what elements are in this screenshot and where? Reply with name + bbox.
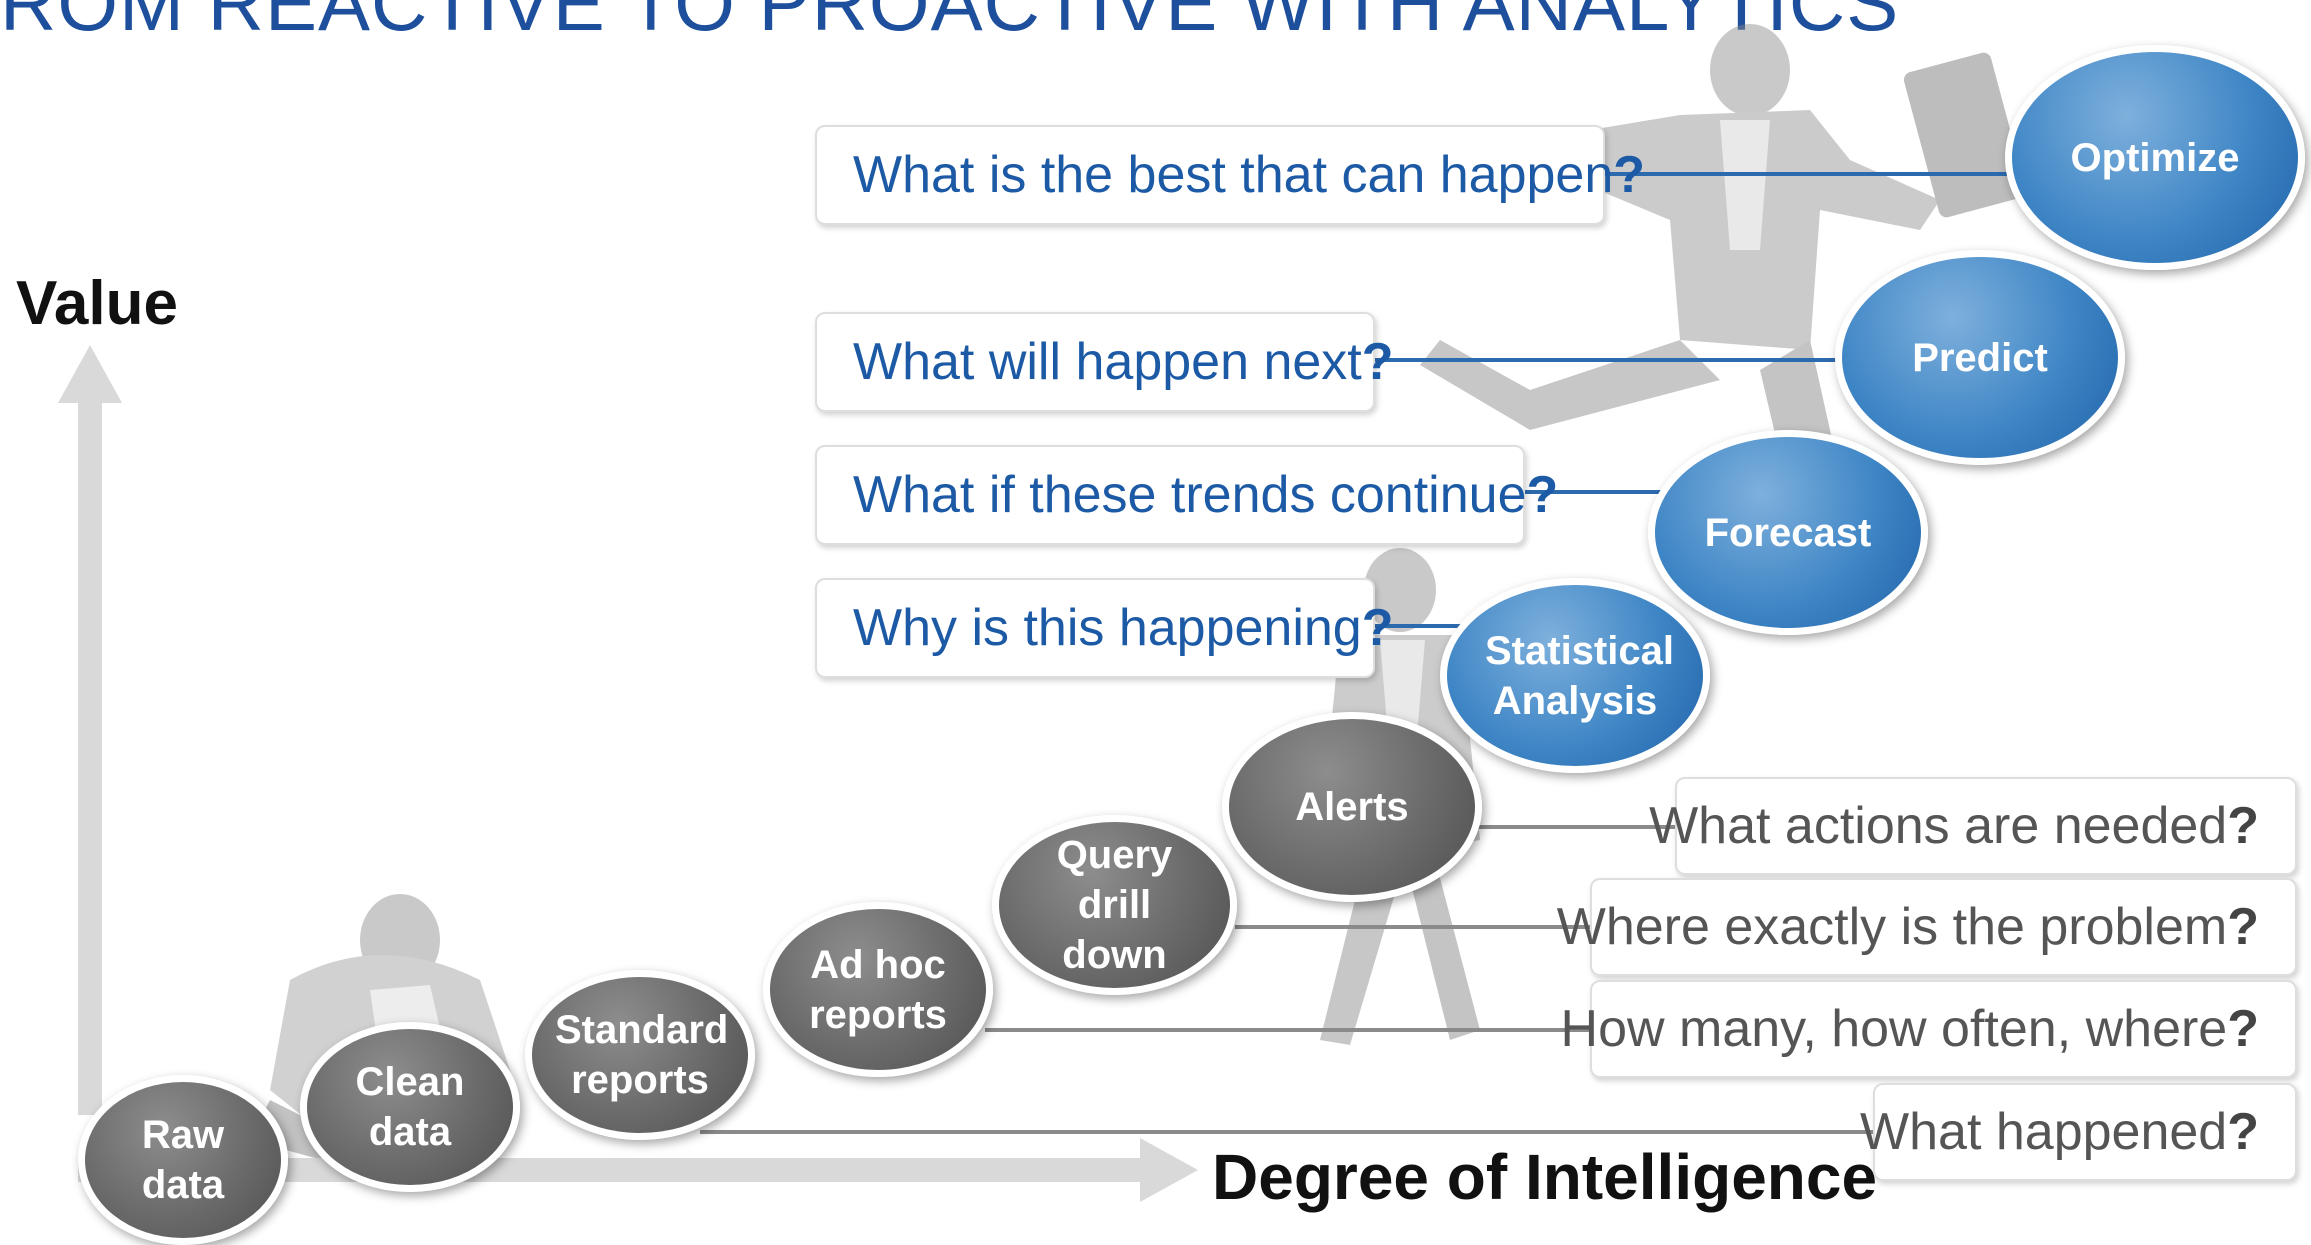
question-mark: ? bbox=[2227, 1103, 2259, 1161]
question-text: What is the best that can happen bbox=[853, 146, 1614, 204]
question-text: What actions are needed bbox=[1649, 797, 2228, 855]
stage-ad-hoc-reports: Ad hoc reports bbox=[763, 902, 993, 1077]
question-where-problem: Where exactly is the problem? bbox=[1557, 878, 2297, 976]
question-text: What happened bbox=[1860, 1103, 2228, 1161]
connector-forecast bbox=[1525, 490, 1670, 494]
stage-optimize: Optimize bbox=[2005, 45, 2305, 270]
value-axis-arrow bbox=[58, 345, 122, 1115]
stage-forecast: Forecast bbox=[1648, 430, 1928, 635]
question-mark: ? bbox=[2227, 797, 2259, 855]
x-axis-label: Degree of Intelligence bbox=[1212, 1141, 1878, 1213]
question-text: What will happen next bbox=[853, 333, 1362, 391]
question-actions-needed: What actions are needed? bbox=[1649, 777, 2297, 875]
slide-title: ROM REACTIVE TO PROACTIVE WITH ANALYTICS bbox=[0, 0, 1900, 47]
question-text: Why is this happening bbox=[853, 599, 1362, 657]
question-text: How many, how often, where bbox=[1560, 1000, 2228, 1058]
question-text: What if these trends continue bbox=[853, 466, 1527, 524]
stage-alerts: Alerts bbox=[1222, 712, 1482, 902]
stage-raw-data: Raw data bbox=[78, 1075, 288, 1245]
question-best-that-can-happen: What is the best that can happen? bbox=[815, 125, 1645, 225]
question-text: Where exactly is the problem bbox=[1556, 898, 2228, 956]
stage-predict: Predict bbox=[1835, 250, 2125, 465]
connector-standard-reports bbox=[700, 1130, 1880, 1134]
question-mark: ? bbox=[1526, 466, 1559, 524]
stage-clean-data: Clean data bbox=[300, 1022, 520, 1192]
connector-statistical-analysis bbox=[1375, 624, 1485, 628]
connector-query-drill-down bbox=[1235, 925, 1595, 929]
question-mark: ? bbox=[2227, 898, 2259, 956]
stage-label: Clean data bbox=[355, 1060, 465, 1154]
intelligence-axis-arrow bbox=[78, 1138, 1198, 1202]
question-why-happening: Why is this happening? bbox=[815, 578, 1394, 678]
stage-standard-reports: Standard reports bbox=[525, 970, 755, 1140]
y-axis-label: Value bbox=[16, 269, 178, 338]
stage-label: Alerts bbox=[1295, 785, 1409, 829]
connector-alerts bbox=[1475, 825, 1680, 829]
stage-label: Standard reports bbox=[555, 1008, 729, 1102]
question-mark: ? bbox=[1361, 333, 1394, 391]
question-mark: ? bbox=[1361, 599, 1394, 657]
stage-query-drill-down: Query drill down bbox=[992, 815, 1237, 995]
stage-label: Statistical Analysis bbox=[1485, 628, 1674, 723]
stage-label: Optimize bbox=[2070, 135, 2240, 180]
question-trends-continue: What if these trends continue? bbox=[815, 445, 1558, 545]
question-how-many: How many, how often, where? bbox=[1561, 980, 2297, 1078]
connector-predict bbox=[1375, 358, 1855, 362]
stage-label: Ad hoc reports bbox=[809, 942, 947, 1037]
question-what-will-happen-next: What will happen next? bbox=[815, 312, 1394, 412]
stage-statistical-analysis: Statistical Analysis bbox=[1440, 578, 1710, 773]
question-mark: ? bbox=[2227, 1000, 2259, 1058]
stage-label: Forecast bbox=[1704, 510, 1872, 555]
connector-ad-hoc-reports bbox=[985, 1028, 1595, 1032]
stage-label: Query drill down bbox=[1056, 833, 1173, 977]
connector-optimize bbox=[1600, 172, 2020, 176]
question-what-happened: What happened? bbox=[1860, 1083, 2297, 1181]
question-mark: ? bbox=[1613, 146, 1646, 204]
stage-label: Predict bbox=[1912, 335, 2048, 380]
stage-label: Raw data bbox=[141, 1113, 225, 1207]
